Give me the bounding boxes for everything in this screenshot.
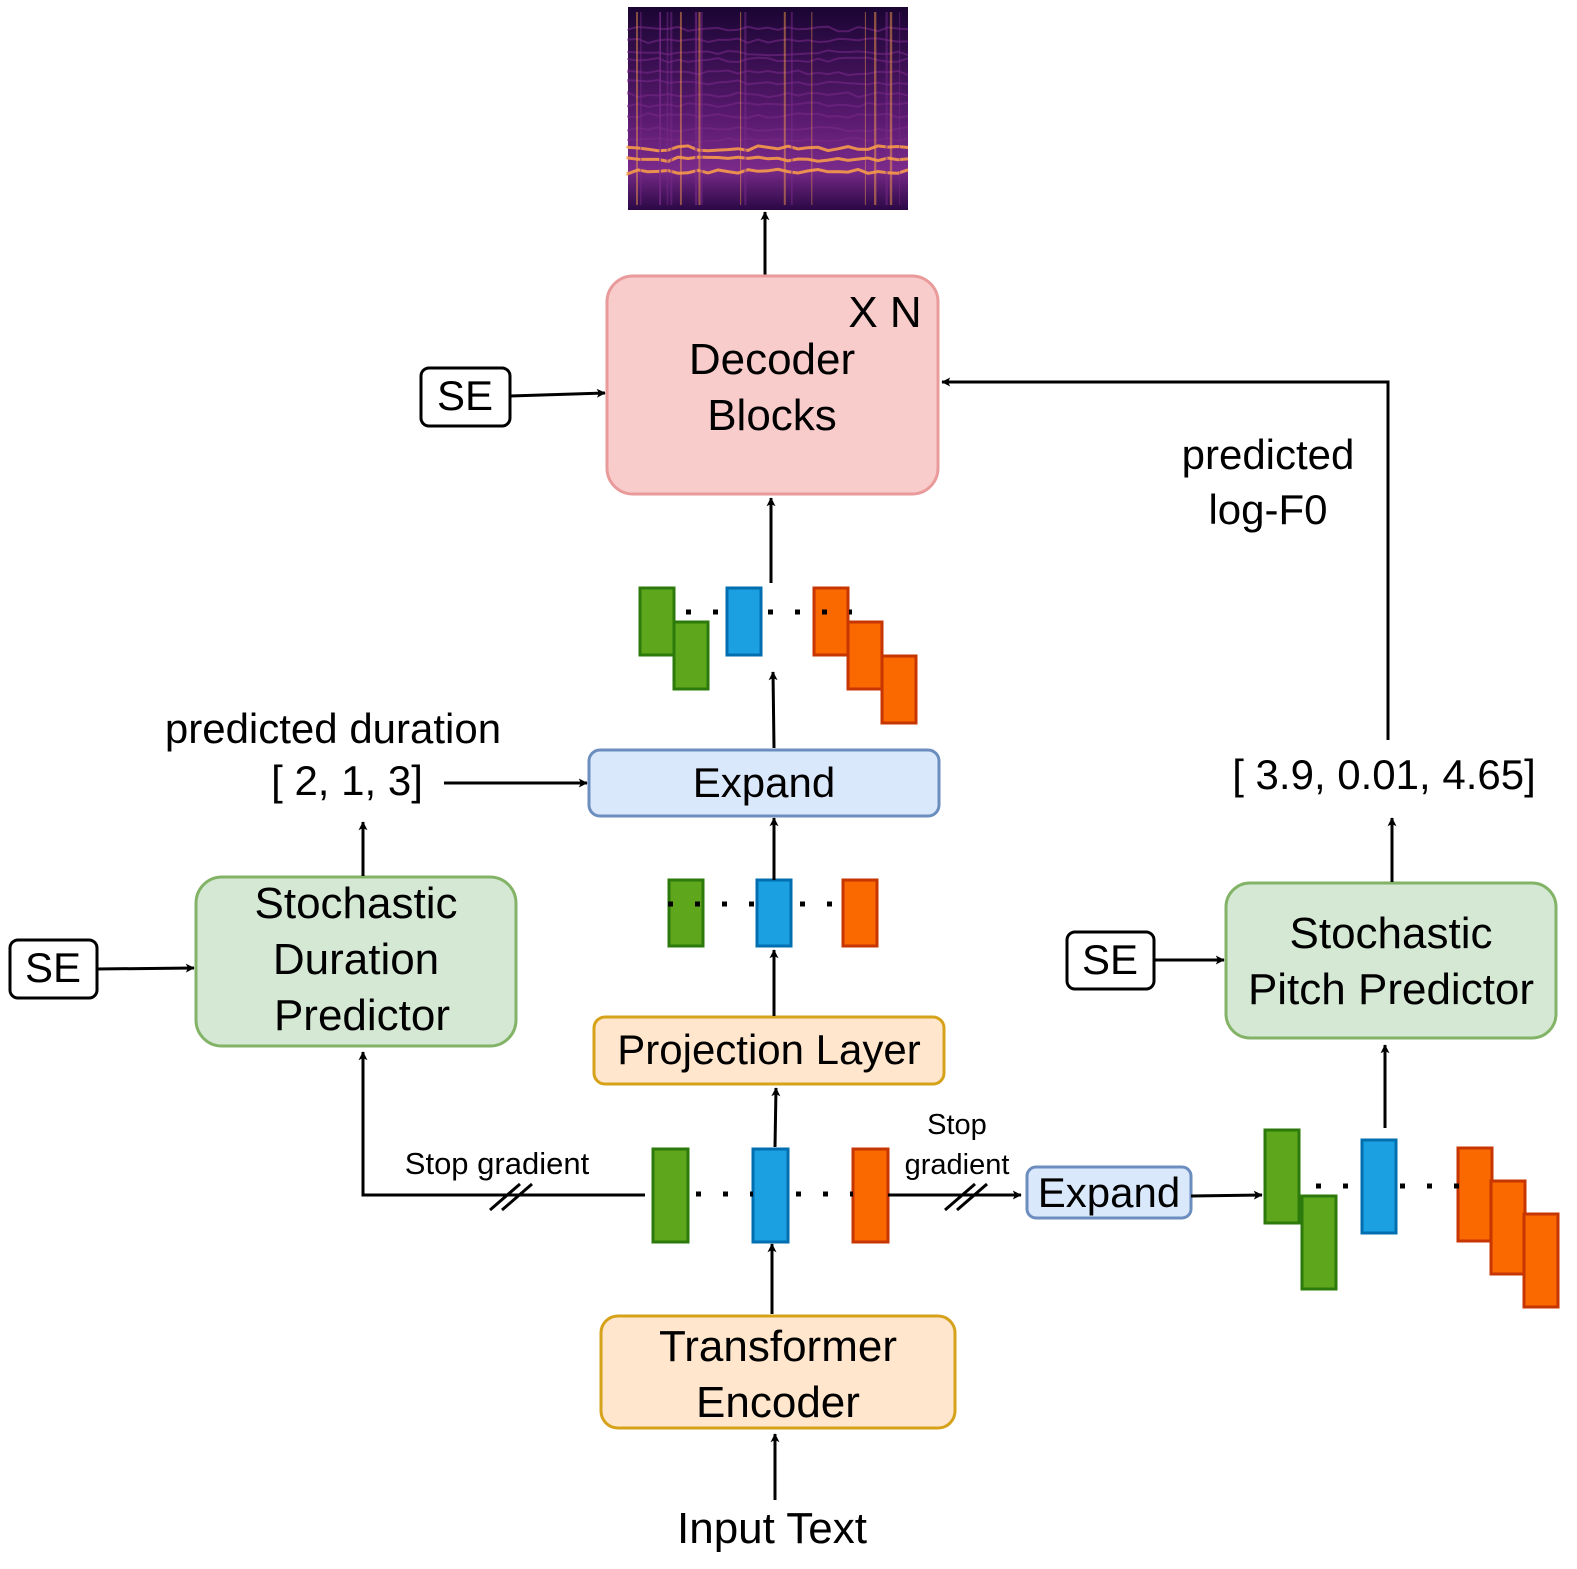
token-orange (1489, 1179, 1527, 1276)
predicted-logf0-line1: predicted (1182, 431, 1355, 478)
se-label: SE (25, 944, 81, 991)
mel-spectrogram-image (626, 7, 909, 210)
stop-gradient-marker-left (489, 1182, 533, 1212)
token-green (1300, 1194, 1338, 1291)
arrow-tokens-to-projection (771, 1087, 781, 1148)
predicted-logf0-line2: log-F0 (1208, 486, 1327, 533)
se-badge-decoder: SE (419, 366, 512, 428)
expand-box-pitch: Expand (1025, 1165, 1193, 1220)
arrow-expand-to-tokens (768, 671, 778, 749)
token-orange (851, 1147, 890, 1244)
se-label: SE (1082, 936, 1138, 983)
token-green (1263, 1128, 1301, 1225)
encoder-title-line2: Encoder (696, 1378, 860, 1427)
stochastic-duration-predictor-box: Stochastic Duration Predictor (194, 875, 518, 1048)
pitch-predictor-line1: Stochastic (1290, 909, 1493, 958)
token-orange (880, 654, 918, 725)
se-label: SE (437, 372, 493, 419)
spectrogram-texture (626, 12, 909, 205)
token-blue (725, 586, 763, 657)
stop-gradient-marker-right (944, 1182, 988, 1212)
arrow-se-to-duration-predictor (96, 963, 195, 973)
token-orange (841, 878, 879, 948)
token-blue (1360, 1138, 1398, 1235)
stochastic-pitch-predictor-box: Stochastic Pitch Predictor (1224, 881, 1558, 1040)
se-badge-duration: SE (8, 938, 99, 1000)
predicted-pitch-values: [ 3.9, 0.01, 4.65] (1232, 751, 1536, 798)
token-green (638, 586, 676, 657)
token-green (672, 620, 710, 691)
token-orange (1522, 1212, 1560, 1309)
token-green (667, 878, 705, 948)
token-blue (755, 878, 793, 948)
pitch-predictor-line2: Pitch Predictor (1248, 965, 1534, 1014)
decoder-title-line2: Blocks (707, 391, 837, 440)
expanded-token-sequence-pitch (1263, 1128, 1560, 1309)
stop-gradient-right-line1: Stop (927, 1109, 987, 1141)
expand-label: Expand (1038, 1169, 1180, 1216)
token-green (651, 1147, 690, 1244)
token-blue (751, 1147, 790, 1244)
token-orange (812, 586, 850, 657)
decoder-repeat-label: X N (848, 288, 921, 337)
decoder-title-line1: Decoder (689, 335, 855, 384)
duration-predictor-line2: Duration (273, 935, 439, 984)
expand-box-main: Expand (587, 748, 941, 818)
decoder-blocks-box: X N Decoder Blocks (605, 274, 940, 496)
stop-gradient-left-label: Stop gradient (405, 1146, 590, 1181)
stop-gradient-right-line2: gradient (905, 1149, 1010, 1181)
predicted-duration-title: predicted duration (165, 705, 501, 752)
arrow-expand-to-pitch-tokens (1190, 1190, 1263, 1200)
projection-layer-label: Projection Layer (617, 1026, 921, 1073)
input-text-label: Input Text (677, 1504, 867, 1553)
encoder-title-line1: Transformer (659, 1322, 897, 1371)
arrow-se-to-decoder (509, 388, 606, 398)
duration-predictor-line3: Predictor (274, 991, 450, 1040)
arrow-stop-gradient-to-duration (358, 1051, 645, 1197)
expand-label: Expand (693, 759, 835, 806)
predicted-duration-values: [ 2, 1, 3] (271, 757, 423, 804)
duration-predictor-line1: Stochastic (255, 879, 458, 928)
projected-token-sequence (667, 878, 879, 948)
arrow-pitch-to-decoder (941, 377, 1390, 740)
token-orange (846, 620, 884, 691)
se-badge-pitch: SE (1065, 930, 1156, 991)
expanded-token-sequence-upper (638, 586, 918, 725)
transformer-encoder-box: Transformer Encoder (599, 1314, 957, 1430)
encoder-token-sequence (651, 1147, 890, 1244)
projection-layer-box: Projection Layer (592, 1015, 946, 1086)
token-orange (1456, 1146, 1494, 1243)
